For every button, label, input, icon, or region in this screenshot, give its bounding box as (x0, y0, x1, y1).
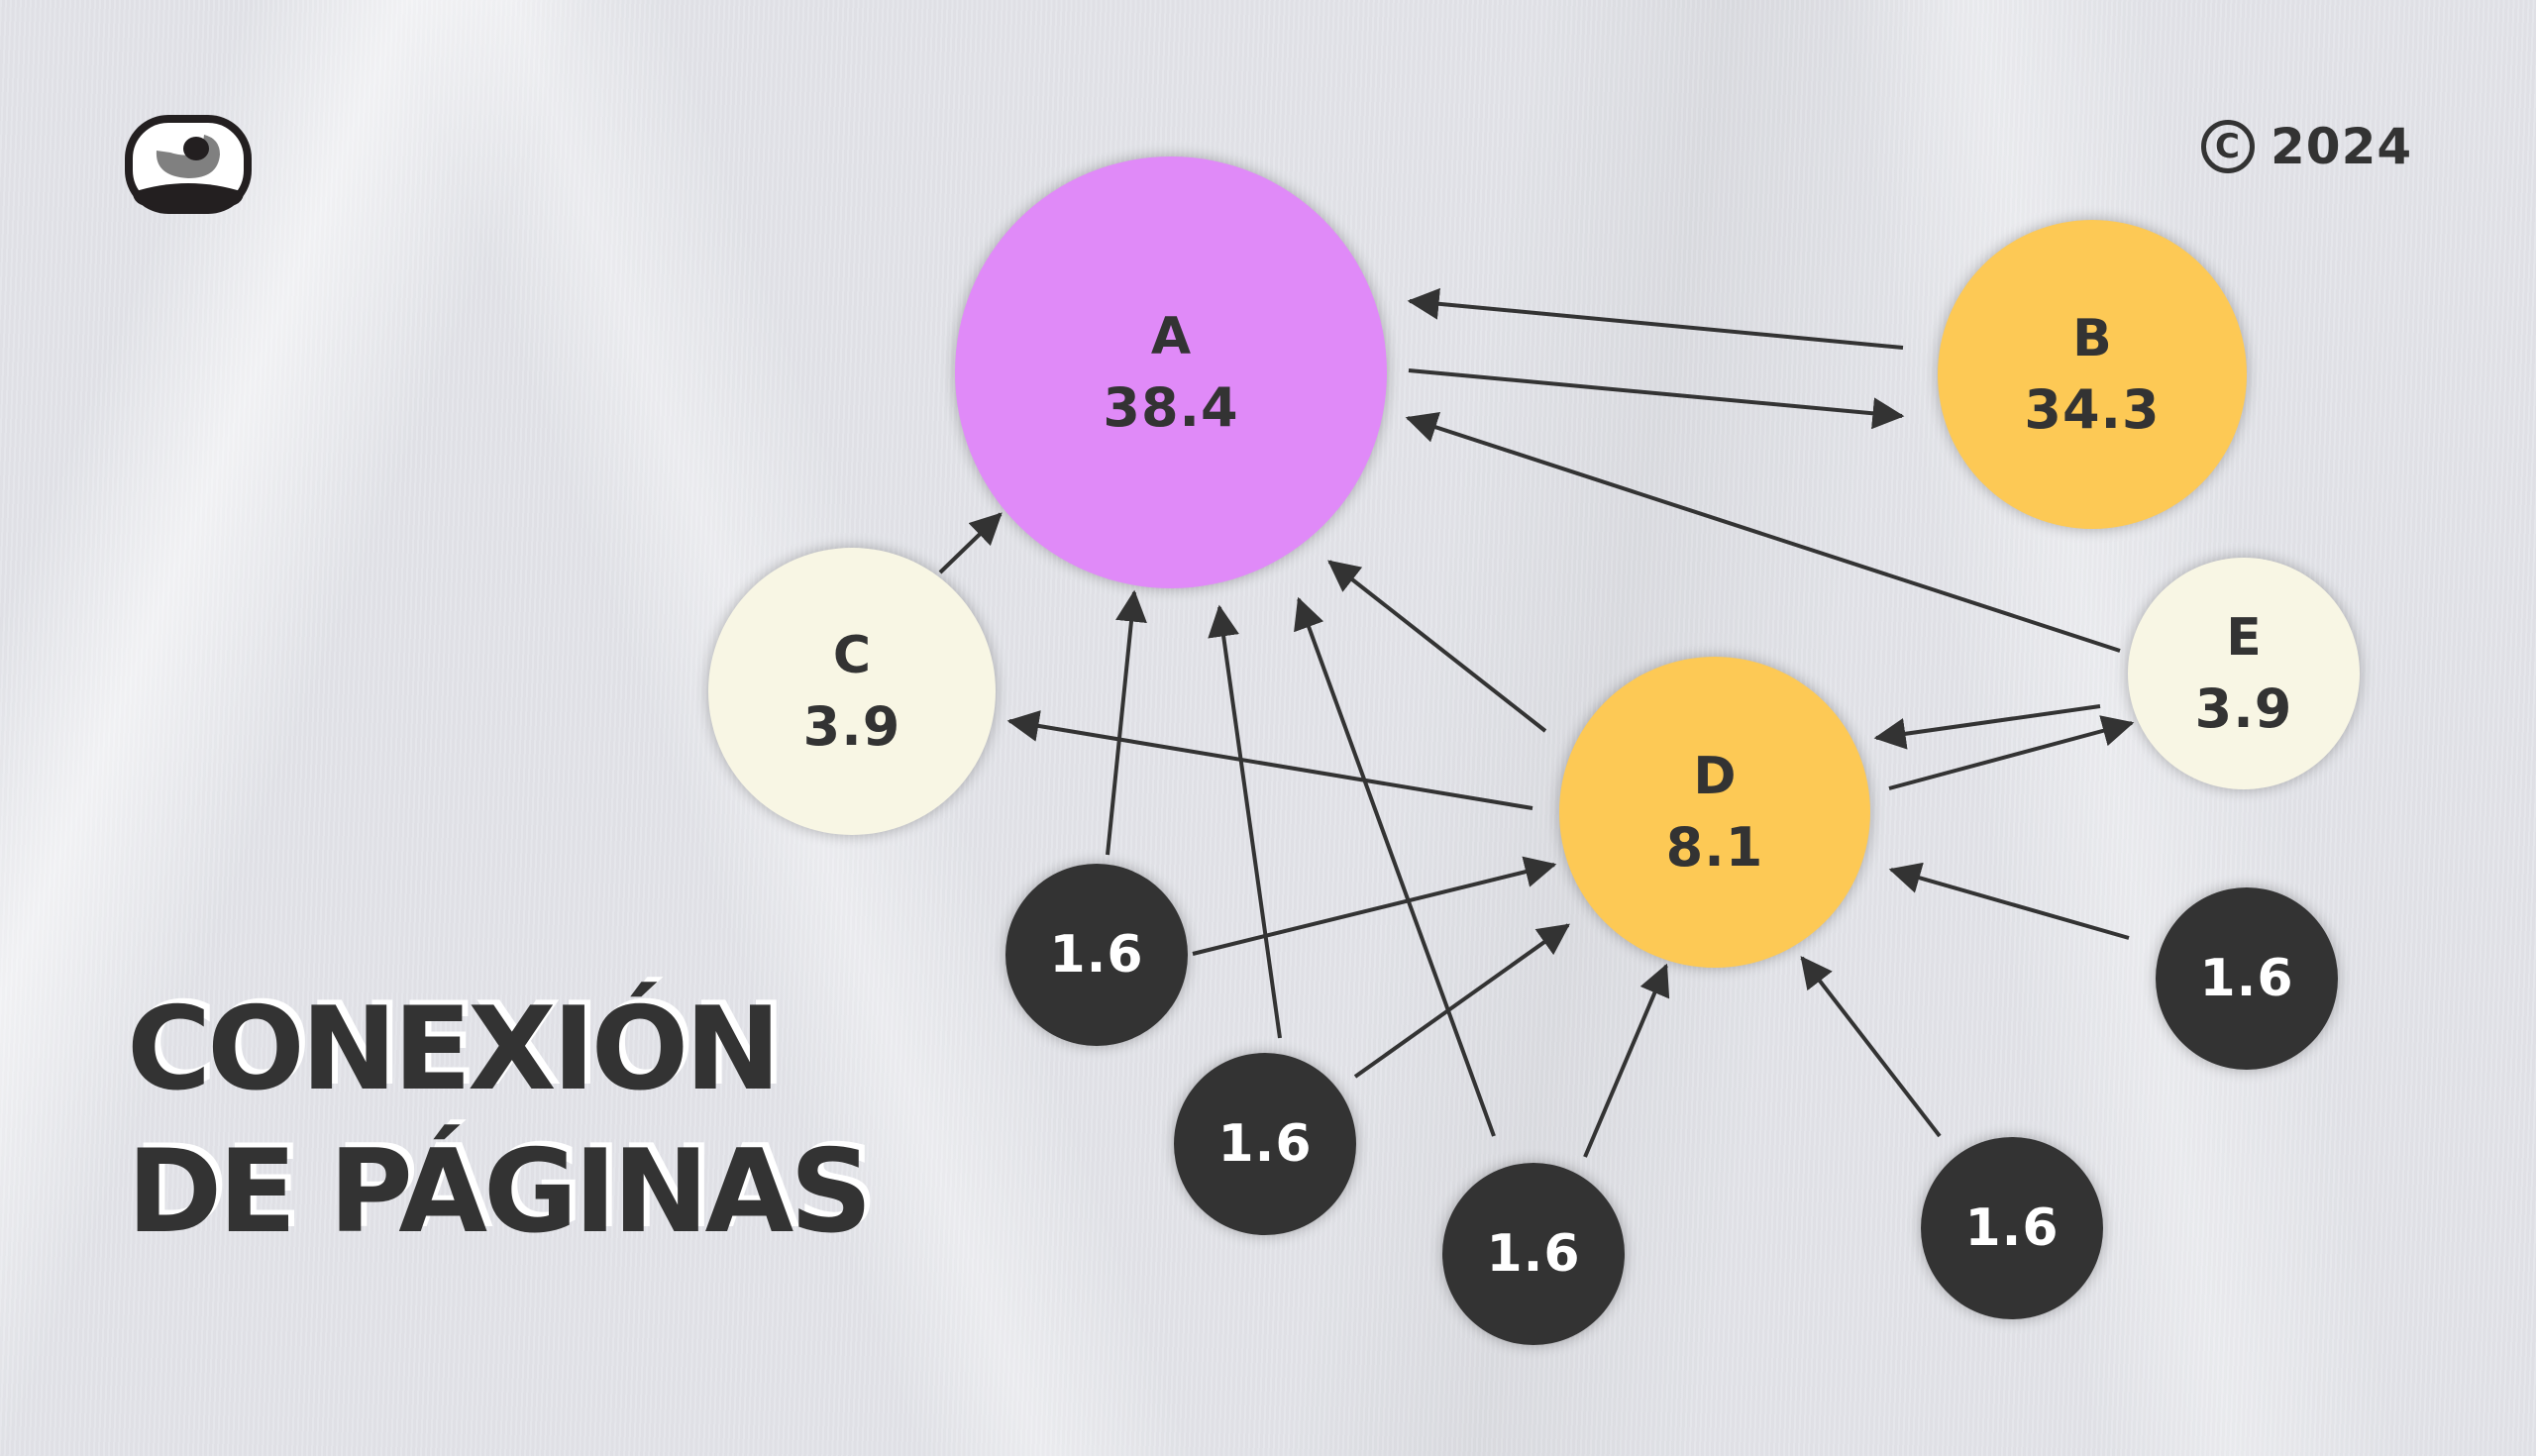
node-value: 3.9 (2194, 677, 2293, 740)
title-line-2: DE PÁGINAS (127, 1125, 873, 1259)
edge-arrow-d-to-c (1006, 710, 1533, 810)
eye-logo-svg (125, 115, 252, 214)
page-title: CONEXIÓN DE PÁGINAS (127, 979, 873, 1264)
node-label: E (2226, 608, 2262, 668)
node-value: 1.6 (1049, 925, 1144, 985)
edge-arrow-e-to-a (1405, 411, 2121, 653)
node-n2: 1.6 (1174, 1053, 1356, 1235)
node-n1: 1.6 (1005, 864, 1188, 1046)
node-label: A (1150, 307, 1192, 366)
node-value: 34.3 (2024, 378, 2161, 441)
node-b: B 34.3 (1938, 220, 2247, 529)
node-label: B (2072, 309, 2112, 368)
node-n4: 1.6 (1921, 1137, 2103, 1319)
edge-arrow-n3-to-a (1294, 596, 1496, 1137)
node-value: 1.6 (1964, 1198, 2060, 1258)
edge-arrow-e-to-d (1873, 704, 2101, 750)
edge-arrow-d-to-e (1888, 715, 2135, 790)
node-d: D 8.1 (1559, 657, 1870, 968)
node-label: D (1693, 747, 1737, 806)
node-value: 3.9 (802, 695, 901, 758)
edge-arrow-n5-to-d (1888, 862, 2130, 940)
copyright-symbol: C (2215, 127, 2241, 166)
node-a: A 38.4 (955, 156, 1387, 588)
edge-arrow-a-to-b (1408, 368, 1905, 430)
copyright-icon: C (2201, 120, 2255, 173)
node-n5: 1.6 (2156, 887, 2338, 1070)
node-value: 1.6 (1486, 1224, 1581, 1284)
edge-arrow-n4-to-d (1800, 956, 1942, 1138)
edge-arrow-n1-to-d (1192, 856, 1557, 956)
node-value: 38.4 (1103, 376, 1239, 439)
node-value: 1.6 (1217, 1114, 1313, 1174)
edge-arrow-n1-to-a (1106, 589, 1147, 856)
node-e: E 3.9 (2128, 558, 2360, 789)
node-label: C (832, 626, 872, 685)
edge-arrow-b-to-a (1407, 287, 1904, 350)
edge-arrow-n3-to-d (1583, 963, 1670, 1158)
edge-group (938, 287, 2135, 1158)
node-c: C 3.9 (708, 548, 996, 835)
title-line-1: CONEXIÓN (127, 983, 781, 1116)
eye-logo-icon (125, 115, 252, 214)
node-n3: 1.6 (1442, 1163, 1625, 1345)
copyright-notice: C 2024 (2201, 115, 2412, 178)
edge-arrow-d-to-a (1327, 560, 1547, 733)
edge-arrow-n2-to-d (1353, 923, 1570, 1079)
edge-arrow-c-to-a (938, 512, 1003, 574)
copyright-year: 2024 (2271, 118, 2413, 175)
edge-arrow-n2-to-a (1208, 604, 1282, 1039)
node-value: 1.6 (2199, 949, 2294, 1008)
node-value: 8.1 (1665, 816, 1764, 879)
